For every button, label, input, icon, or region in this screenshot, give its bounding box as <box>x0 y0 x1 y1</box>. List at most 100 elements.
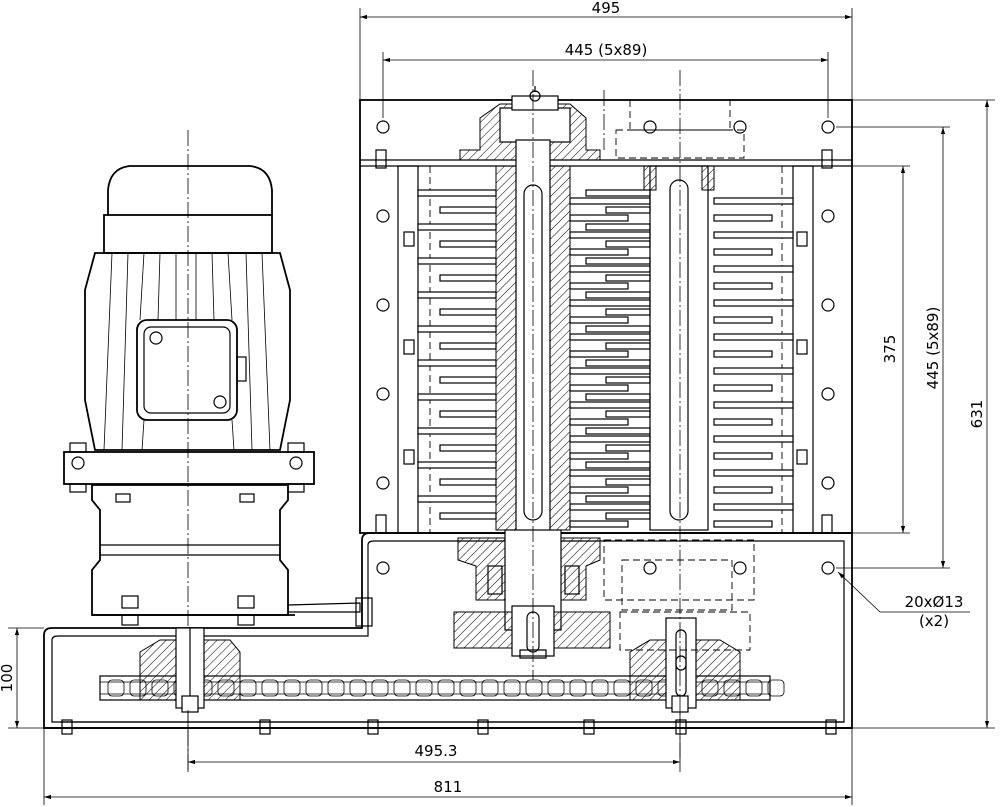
dim-rotor-height: 375 <box>881 335 899 364</box>
dim-total-width: 811 <box>434 778 463 796</box>
secondary-shaft <box>603 99 755 651</box>
blade <box>713 384 773 392</box>
blade <box>569 197 651 205</box>
chain-link <box>415 679 433 697</box>
cutter-housing <box>359 99 853 534</box>
chain-link <box>481 679 499 697</box>
blade <box>585 461 651 469</box>
blade <box>569 299 651 307</box>
chain-link <box>107 679 125 697</box>
blade <box>569 520 629 528</box>
blade <box>585 223 651 231</box>
blade <box>585 495 651 503</box>
dimension-labels: 495 445 (5x89) 375 445 (5x89) 631 100 49… <box>0 0 986 796</box>
chain-link <box>261 679 279 697</box>
blade <box>585 257 651 265</box>
blade <box>585 359 651 367</box>
base-frame <box>43 532 853 735</box>
blade <box>569 435 651 443</box>
blade <box>417 223 497 231</box>
blade <box>713 316 773 324</box>
blade <box>713 435 794 443</box>
chain-link <box>283 679 301 697</box>
blade <box>569 401 651 409</box>
blade <box>713 248 773 256</box>
chain-link <box>569 679 587 697</box>
blade <box>713 282 773 290</box>
chain-link <box>393 679 411 697</box>
blade <box>713 418 773 426</box>
blade <box>569 486 629 494</box>
dim-top-pitch: 445 (5x89) <box>565 41 648 59</box>
blade <box>605 308 651 316</box>
main-shaft <box>453 86 611 659</box>
base-bolts <box>61 719 837 735</box>
blade <box>417 393 497 401</box>
blade <box>439 410 497 418</box>
chain-link <box>371 679 389 697</box>
blade <box>569 333 651 341</box>
blade <box>417 189 497 197</box>
blade <box>713 214 773 222</box>
blade <box>713 299 794 307</box>
chain-link <box>767 679 785 697</box>
chain-link <box>745 679 763 697</box>
blade <box>439 342 497 350</box>
blade <box>417 325 497 333</box>
cutter-blades-right <box>713 197 794 528</box>
blade <box>569 418 629 426</box>
blade <box>713 350 773 358</box>
blade <box>439 376 497 384</box>
hole-qty-label: (x2) <box>919 612 949 630</box>
dim-base-height: 100 <box>0 664 16 693</box>
blade <box>417 257 497 265</box>
blade <box>605 206 651 214</box>
blade <box>417 495 497 503</box>
blade <box>585 189 651 197</box>
blade <box>439 444 497 452</box>
hole-spec-label: 20xØ13 <box>905 593 964 611</box>
chain-link <box>591 679 609 697</box>
blade <box>569 282 629 290</box>
blade <box>605 376 651 384</box>
blade <box>417 291 497 299</box>
gearbox <box>91 484 373 627</box>
blade <box>417 359 497 367</box>
chain-link <box>547 679 565 697</box>
blade <box>585 291 651 299</box>
blade <box>569 452 629 460</box>
frame-holes-lower <box>376 561 835 575</box>
blade <box>439 478 497 486</box>
blade <box>439 512 497 520</box>
blade <box>605 478 651 486</box>
blade <box>569 316 629 324</box>
blade <box>605 240 651 248</box>
dim-side-pitch: 445 (5x89) <box>924 307 942 390</box>
chain-link <box>459 679 477 697</box>
blade <box>585 325 651 333</box>
blade <box>569 350 629 358</box>
blade <box>439 240 497 248</box>
dim-shaft-distance: 495.3 <box>415 742 458 760</box>
blade <box>605 444 651 452</box>
chain-link <box>503 679 521 697</box>
chain-link <box>437 679 455 697</box>
blade <box>713 503 794 511</box>
blade <box>713 231 794 239</box>
chain-link <box>349 679 367 697</box>
blade <box>569 503 651 511</box>
dim-total-height: 631 <box>968 400 986 429</box>
blade <box>439 274 497 282</box>
housing-mount-holes <box>376 120 835 490</box>
blade <box>713 333 794 341</box>
blade <box>417 427 497 435</box>
side-bolts <box>375 149 833 534</box>
blade <box>713 452 773 460</box>
blade <box>713 367 794 375</box>
blade <box>417 461 497 469</box>
blade <box>569 231 651 239</box>
cooling-fins <box>103 252 271 451</box>
blade <box>569 265 651 273</box>
blade <box>585 393 651 401</box>
